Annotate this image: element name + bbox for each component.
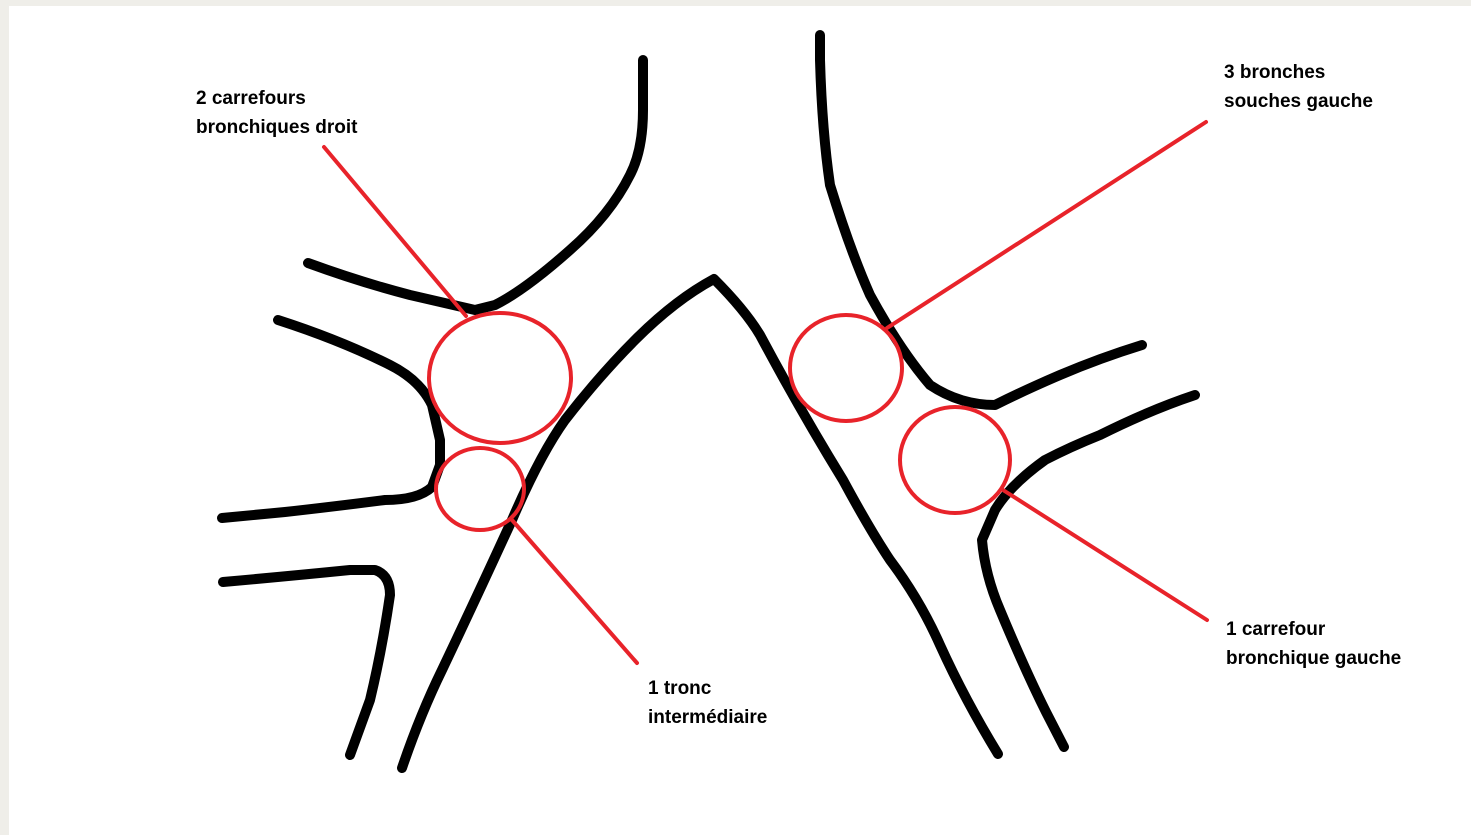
tronc-intermediaire-label-line1: 1 tronc bbox=[648, 678, 712, 699]
annotation-circles bbox=[429, 313, 1010, 530]
tronc-intermediaire-leader bbox=[512, 520, 637, 663]
right-carrefours-label-line1: 2 carrefours bbox=[196, 88, 306, 109]
left-bronches-souches-label-line2: souches gauche bbox=[1224, 91, 1373, 112]
annotation-leader-lines bbox=[324, 122, 1207, 663]
left-carrefour-circle bbox=[900, 407, 1010, 513]
tronc-intermediaire-circle bbox=[436, 448, 524, 530]
tronc-intermediaire-label-line2: intermédiaire bbox=[648, 707, 767, 728]
right-upper-lower-wall bbox=[222, 320, 440, 518]
airway-outlines bbox=[222, 35, 1195, 768]
left-bronches-souches-leader bbox=[887, 122, 1206, 328]
trachea-left-wall bbox=[820, 35, 1142, 405]
left-lower-branch-wall bbox=[982, 395, 1195, 747]
left-bronches-souches-circle bbox=[790, 315, 902, 421]
left-carrefour-label-line1: 1 carrefour bbox=[1226, 619, 1326, 640]
left-carrefour-label-line2: bronchique gauche bbox=[1226, 648, 1401, 669]
right-bottom-branch bbox=[223, 570, 390, 755]
left-carrefour-leader bbox=[1003, 490, 1207, 620]
right-carrefours-circle bbox=[429, 313, 571, 443]
left-bronches-souches-label-line1: 3 bronches bbox=[1224, 62, 1325, 83]
right-carrefours-label-line2: bronchiques droit bbox=[196, 117, 358, 138]
